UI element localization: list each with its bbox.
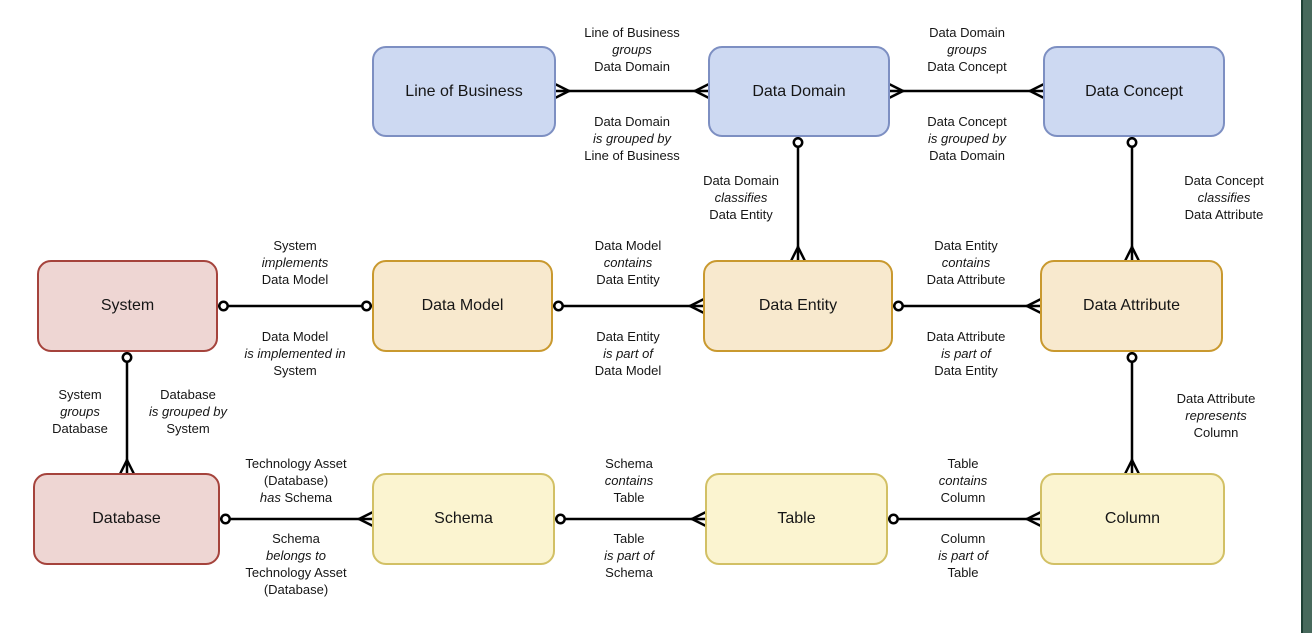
edge-dataentity-dataattr	[891, 298, 1042, 314]
entity-label-data-concept: Data Concept	[1085, 82, 1183, 100]
entity-label-schema: Schema	[434, 510, 493, 527]
entity-box-data-attribute: Data Attribute	[1040, 260, 1223, 352]
entity-label-table: Table	[777, 510, 816, 527]
entity-label-data-domain: Data Domain	[752, 82, 846, 100]
entity-label-line-of-business: Line of Business	[405, 82, 523, 100]
entity-box-database: Database	[33, 473, 220, 565]
entity-box-table: Table	[705, 473, 888, 565]
entity-box-data-domain: Data Domain	[708, 46, 890, 137]
edge-datadomain-dataconcept	[888, 83, 1045, 99]
edge-database-schema	[218, 511, 374, 527]
edge-datadomain-dataentity	[790, 135, 806, 262]
entity-label-data-attribute: Data Attribute	[1083, 297, 1180, 314]
edge-table-column	[886, 511, 1042, 527]
edge-dataattr-column	[1124, 350, 1140, 475]
entity-box-line-of-business: Line of Business	[372, 46, 556, 137]
entity-box-data-concept: Data Concept	[1043, 46, 1225, 137]
entity-box-system: System	[37, 260, 218, 352]
edge-system-datamodel	[216, 300, 374, 312]
relationship-label-database-has-schema: Technology Asset(Database)has Schema	[245, 456, 347, 505]
entity-box-column: Column	[1040, 473, 1225, 565]
entity-label-data-model: Data Model	[421, 297, 504, 314]
right-edge-accent-bar	[1301, 0, 1312, 633]
entity-box-data-model: Data Model	[372, 260, 553, 352]
edge-datamodel-dataentity	[551, 298, 705, 314]
entity-label-system: System	[100, 297, 155, 314]
entity-label-column: Column	[1104, 510, 1161, 527]
edge-system-database	[119, 350, 135, 475]
entity-box-data-entity: Data Entity	[703, 260, 893, 352]
entity-label-data-entity: Data Entity	[758, 297, 838, 314]
entity-box-schema: Schema	[372, 473, 555, 565]
edge-schema-table	[553, 511, 707, 527]
edge-lob-datadomain	[554, 83, 710, 99]
edge-dataconcept-dataattr	[1124, 135, 1140, 262]
entity-label-database: Database	[92, 510, 161, 527]
